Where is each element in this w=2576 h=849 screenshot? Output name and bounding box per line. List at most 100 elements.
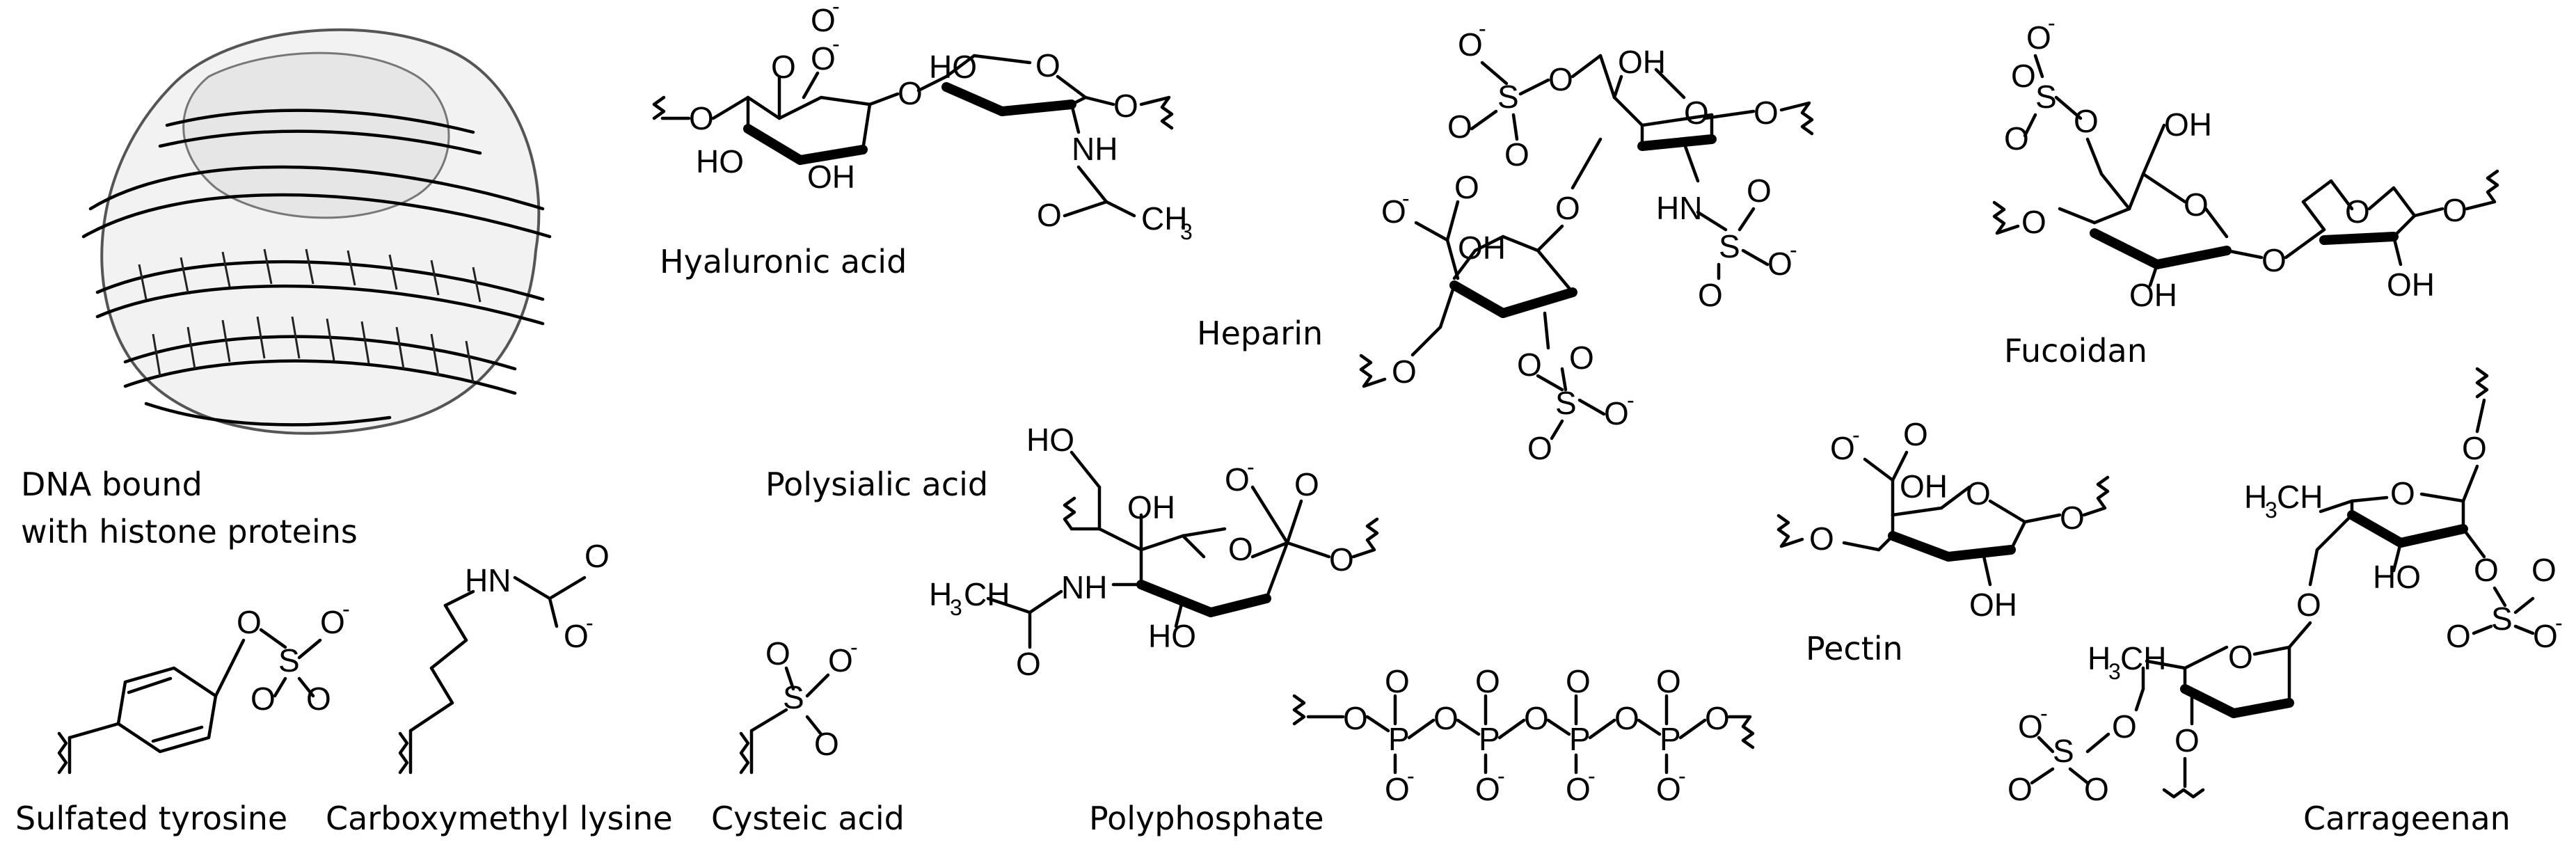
- svg-text:O: O: [811, 40, 836, 77]
- svg-text:P: P: [1479, 721, 1500, 757]
- svg-text:O: O: [585, 538, 610, 574]
- svg-text:O: O: [2345, 193, 2370, 230]
- svg-text:O: O: [1294, 466, 1319, 502]
- svg-text:-: -: [832, 0, 840, 19]
- svg-text:3: 3: [950, 595, 962, 620]
- svg-text:O: O: [1228, 531, 1253, 567]
- svg-text:O: O: [1392, 354, 1417, 390]
- pectin-structure: O - O OH O OH O O Pectin: [1776, 416, 2110, 667]
- svg-text:O: O: [689, 100, 714, 136]
- svg-text:O: O: [2175, 722, 2200, 759]
- polysialic-acid-structure: HO OH O O O - O NH H 3 CH O HO: [929, 422, 1379, 682]
- svg-text:O: O: [2474, 552, 2499, 588]
- svg-text:O: O: [1225, 461, 1250, 498]
- svg-text:H: H: [2244, 479, 2267, 515]
- svg-text:O: O: [306, 681, 331, 717]
- svg-text:HO: HO: [1148, 618, 1196, 654]
- svg-text:O: O: [1614, 700, 1639, 736]
- svg-text:O: O: [2018, 708, 2043, 745]
- svg-text:O: O: [765, 635, 790, 672]
- svg-text:H: H: [929, 576, 952, 612]
- svg-text:O: O: [2084, 771, 2109, 807]
- hyaluronic-acid-structure: O O O - O - HO OH O O HO O NH O: [652, 0, 1193, 280]
- svg-text:O: O: [1504, 136, 1529, 173]
- svg-text:HN: HN: [1656, 190, 1702, 226]
- svg-text:-: -: [1407, 763, 1415, 788]
- svg-text:O: O: [564, 618, 589, 654]
- svg-text:O: O: [1527, 430, 1552, 466]
- svg-text:O: O: [1329, 541, 1354, 578]
- svg-text:-: -: [1402, 186, 1410, 211]
- svg-text:HO: HO: [1026, 422, 1074, 458]
- svg-text:-: -: [1852, 422, 1860, 447]
- svg-text:O: O: [771, 49, 796, 85]
- svg-text:O: O: [1566, 663, 1591, 699]
- svg-text:O: O: [2261, 242, 2287, 278]
- svg-text:S: S: [2053, 733, 2074, 769]
- svg-text:O: O: [2462, 430, 2487, 466]
- svg-text:O: O: [2533, 618, 2558, 654]
- svg-text:OH: OH: [1127, 489, 1175, 525]
- svg-text:O: O: [2228, 639, 2253, 675]
- svg-text:-: -: [2048, 10, 2056, 35]
- heparin-structure: O - S O O O OH O O HN S O O - O O: [1197, 16, 1814, 466]
- svg-text:O: O: [811, 2, 836, 38]
- svg-text:O: O: [2390, 475, 2415, 511]
- svg-text:O: O: [2296, 587, 2321, 623]
- svg-text:O: O: [2442, 192, 2467, 228]
- polyphosphate-structure: O P O O - O P O O - O P O O - O P O O -: [1089, 663, 1755, 837]
- svg-text:O: O: [1035, 47, 1060, 84]
- dna-label-line1: DNA bound: [21, 466, 202, 503]
- svg-text:S: S: [2491, 601, 2513, 637]
- svg-text:O: O: [1113, 88, 1138, 124]
- svg-text:O: O: [814, 726, 839, 762]
- svg-text:O: O: [2531, 552, 2557, 588]
- svg-text:O: O: [237, 604, 262, 640]
- svg-text:O: O: [1343, 700, 1368, 736]
- svg-text:3: 3: [2265, 498, 2277, 523]
- pectin-label: Pectin: [1806, 630, 1903, 667]
- heparin-label: Heparin: [1197, 315, 1323, 352]
- svg-text:O: O: [2060, 500, 2085, 536]
- svg-text:3: 3: [2108, 659, 2121, 684]
- svg-text:S: S: [2035, 79, 2057, 115]
- sulfated-tyrosine-label: Sulfated tyrosine: [15, 800, 287, 837]
- svg-text:OH: OH: [1618, 44, 1666, 80]
- svg-text:O: O: [828, 642, 853, 679]
- carrageenan-structure: O O H 3 CH HO O S O O - O O H 3 CH O: [2007, 367, 2563, 837]
- svg-text:NH: NH: [1061, 569, 1107, 605]
- svg-text:-: -: [1479, 16, 1486, 41]
- svg-text:O: O: [1830, 430, 1855, 466]
- svg-text:O: O: [1385, 663, 1410, 699]
- svg-text:P: P: [1388, 721, 1410, 757]
- svg-text:OH: OH: [2387, 267, 2435, 303]
- svg-text:O: O: [1555, 190, 1580, 226]
- polysialic-acid-label: Polysialic acid: [765, 466, 988, 503]
- svg-text:O: O: [251, 681, 276, 717]
- dna-label-line2: with histone proteins: [21, 513, 358, 550]
- svg-text:O: O: [2004, 120, 2029, 157]
- svg-text:O: O: [1475, 771, 1500, 807]
- svg-text:O: O: [1747, 173, 1772, 209]
- svg-text:O: O: [2112, 708, 2137, 745]
- svg-text:O: O: [1903, 416, 1928, 452]
- svg-text:-: -: [1588, 763, 1596, 788]
- carboxymethyl-lysine-structure: HN O O - Carboxymethyl lysine: [326, 538, 673, 837]
- svg-text:OH: OH: [1458, 230, 1506, 266]
- svg-text:S: S: [278, 642, 300, 679]
- svg-text:OH: OH: [1900, 468, 1948, 505]
- nucleosome-illustration: [81, 28, 552, 435]
- carrageenan-label: Carrageenan: [2303, 800, 2511, 837]
- svg-text:O: O: [1754, 95, 1779, 131]
- svg-text:-: -: [342, 596, 350, 621]
- svg-text:O: O: [1475, 663, 1500, 699]
- svg-text:O: O: [1433, 700, 1458, 736]
- svg-text:OH: OH: [2129, 277, 2177, 313]
- svg-text:O: O: [1524, 700, 1549, 736]
- svg-text:-: -: [1247, 454, 1255, 479]
- svg-text:O: O: [1447, 109, 1472, 145]
- svg-text:-: -: [850, 635, 858, 660]
- svg-text:O: O: [2446, 618, 2471, 654]
